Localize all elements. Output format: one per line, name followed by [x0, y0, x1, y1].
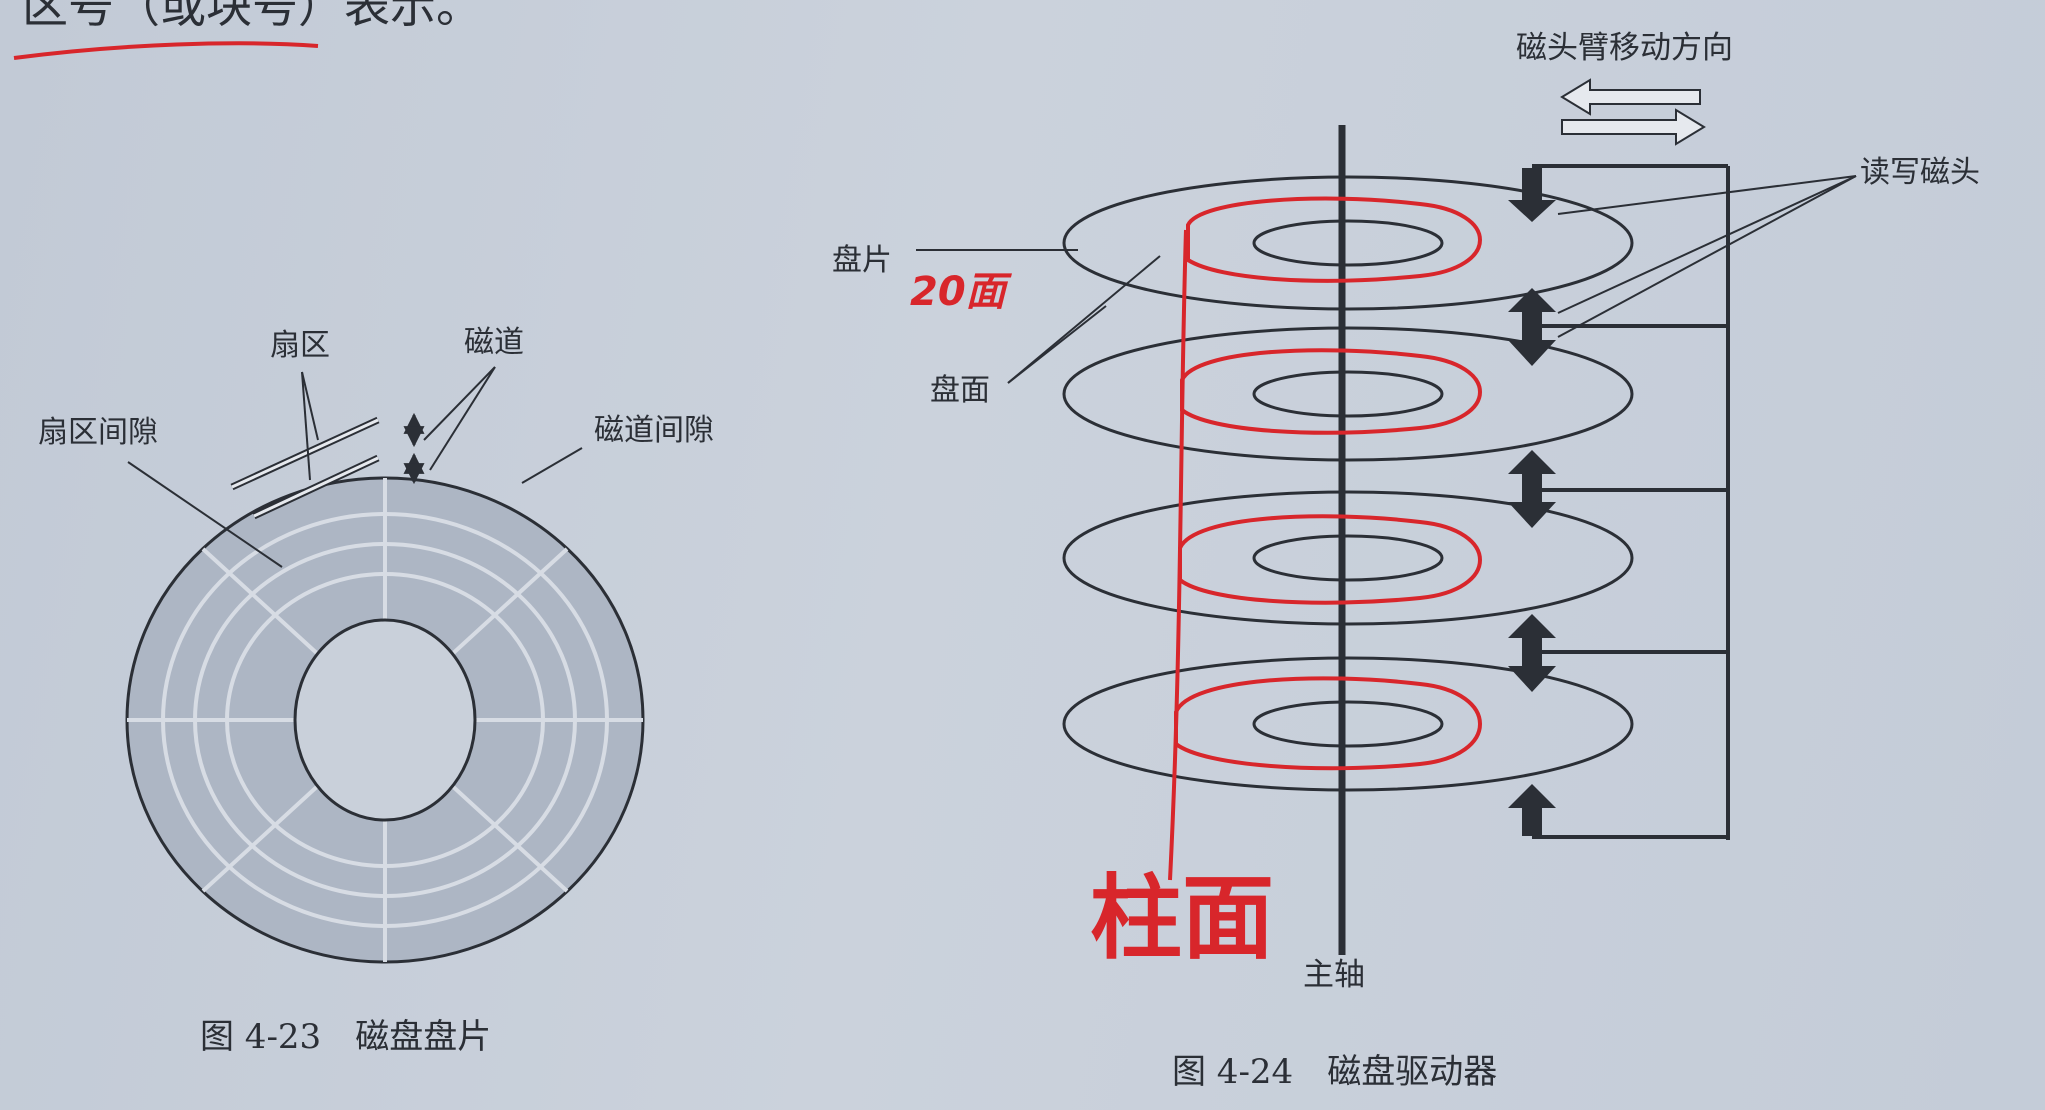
platters [1062, 175, 1634, 792]
caption-figure-4-23: 图 4-23 磁盘盘片 [200, 1017, 491, 1057]
handwritten-note-cylinder: 柱面 [1090, 865, 1274, 972]
red-cylinder-marks [1168, 196, 1482, 881]
rw-heads [1508, 168, 1556, 836]
platter-label: 盘片 [832, 243, 892, 278]
sector-arrows [230, 416, 380, 520]
leader-lines [127, 366, 583, 568]
head-arm [1532, 164, 1730, 840]
sector-gap-label: 扇区间隙 [38, 415, 158, 450]
spindle-label: 主轴 [1303, 957, 1365, 993]
caption-figure-4-24: 图 4-24 磁盘驱动器 [1172, 1052, 1497, 1092]
sector-gaps [127, 478, 643, 962]
red-underline [13, 41, 319, 60]
track-label: 磁道 [464, 325, 524, 360]
arm-direction-arrows [1560, 78, 1706, 146]
drive-figure: 磁头臂移动方向 读写磁头 盘片 盘面 主轴 图 4-24 磁盘驱动器 20面 柱… [832, 30, 1980, 1092]
drive-leaders [916, 175, 1857, 384]
handwritten-note-surfaces: 20面 [910, 269, 1013, 315]
platter-figure: 扇区 磁道 扇区间隙 磁道间隙 图 4-23 磁盘盘片 [38, 325, 714, 1057]
rw-head-label: 读写磁头 [1860, 155, 1980, 190]
top-text: 区号（或块号）表示。 [22, 0, 482, 33]
arm-direction-label: 磁头臂移动方向 [1516, 30, 1733, 66]
track-gap-label: 磁道间隙 [594, 413, 714, 448]
surface-label: 盘面 [930, 373, 990, 408]
sector-label: 扇区 [270, 328, 330, 363]
platter-hole [293, 618, 477, 822]
